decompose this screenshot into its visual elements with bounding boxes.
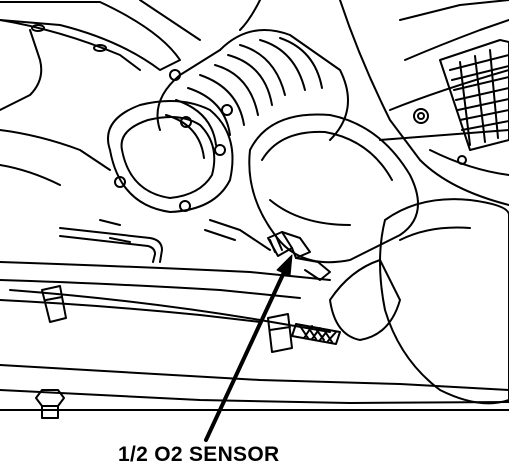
crosshatch-shield (291, 323, 341, 345)
lower-rails (0, 261, 509, 411)
leader-arrow (204, 254, 293, 442)
floor-pan-panel (0, 0, 261, 186)
o2-sensor (267, 231, 331, 281)
vent-grille (439, 39, 509, 151)
catalytic-converter (248, 113, 419, 264)
heat-shield-panel (339, 0, 509, 206)
catalytic-flange (107, 69, 234, 213)
mount-nut-right (413, 108, 467, 165)
bolt-lower-left (35, 389, 65, 419)
rubber-hanger-center (267, 313, 293, 353)
rubber-hanger-left (41, 285, 67, 323)
exhaust-pipe-rear (329, 198, 509, 405)
fuel-line (59, 219, 271, 263)
flex-pipe (156, 29, 349, 159)
o2-sensor-label: 1/2 O2 SENSOR (118, 443, 280, 466)
